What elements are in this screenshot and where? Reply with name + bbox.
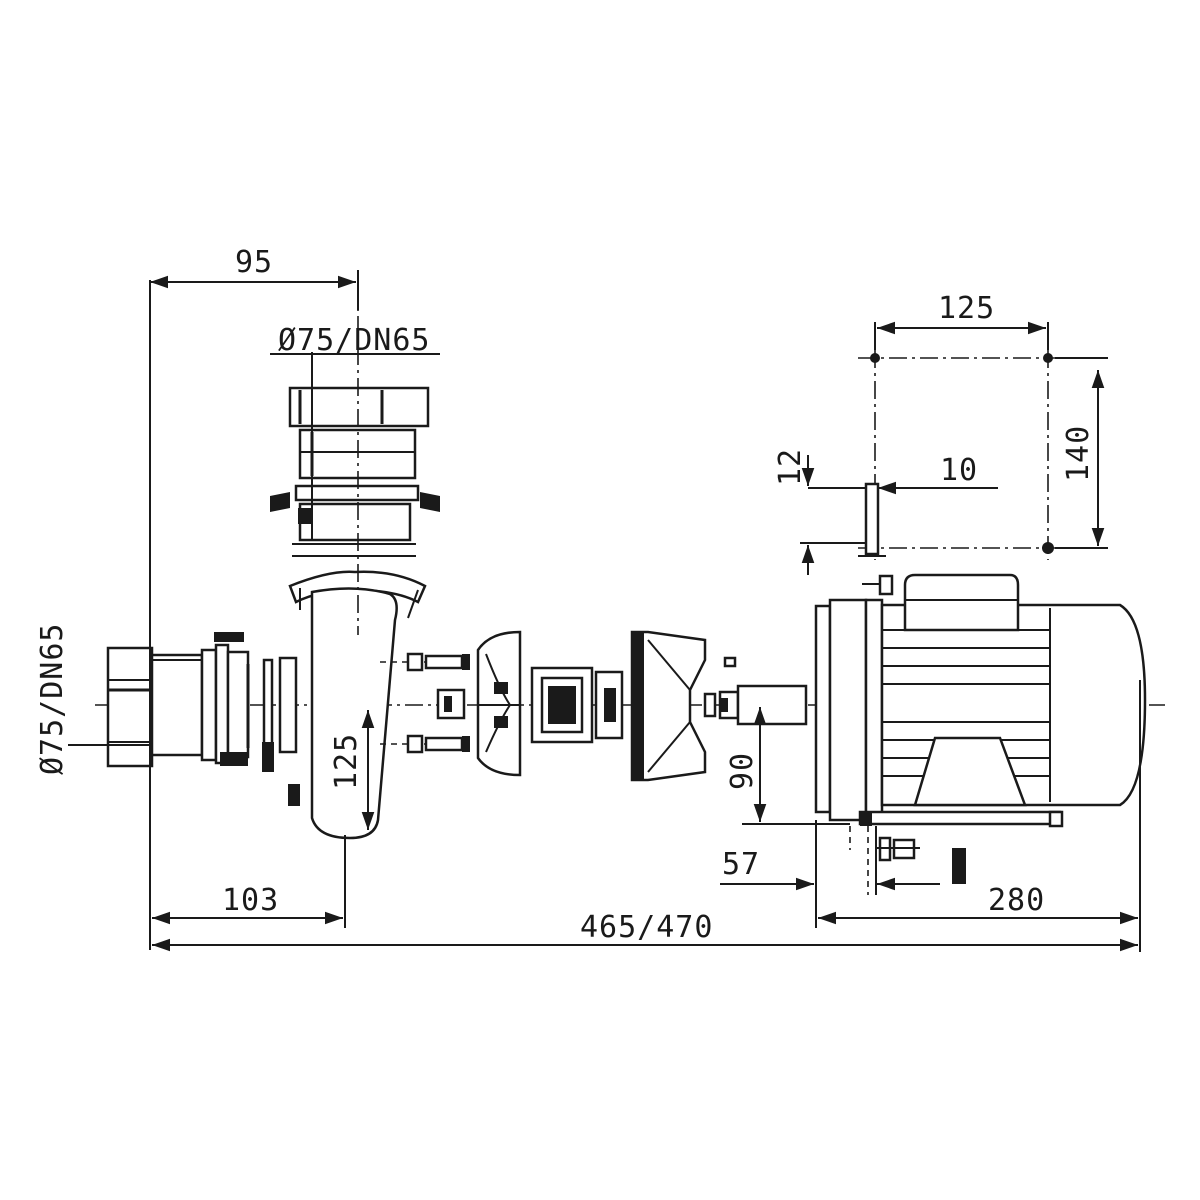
impeller-studs [380, 652, 470, 754]
dim-foot-hole-spacing-width: 140 [1061, 425, 1096, 482]
dim-casing-height: 125 [329, 733, 364, 790]
suction-union [106, 632, 300, 806]
dim-foot-offset: 57 [722, 847, 760, 882]
foot-bolt [849, 574, 966, 895]
dim-total-length: 465/470 [580, 910, 713, 945]
dim-foot-thickness: 12 [773, 448, 808, 486]
dim-motor-length: 280 [988, 883, 1045, 918]
electric-motor [814, 573, 1147, 828]
dimension-lines [68, 270, 1141, 952]
dim-suction-offset: 95 [235, 245, 273, 280]
mechanical-seal [530, 666, 624, 744]
dim-shaft-height: 90 [725, 752, 760, 790]
dim-foot-hole-spacing-length: 125 [938, 291, 995, 326]
foot-plan-view [858, 350, 1070, 560]
impeller [476, 630, 522, 777]
dim-foot-hole-offset: 10 [940, 453, 978, 488]
dim-casing-length: 103 [222, 883, 279, 918]
dim-suction-connection: Ø75/DN65 [35, 623, 70, 776]
dim-discharge-connection: Ø75/DN65 [278, 323, 431, 358]
discharge-union [270, 386, 440, 557]
motor-shaft [718, 684, 808, 726]
pump-backplate [630, 630, 737, 782]
pump-casing [288, 570, 427, 840]
